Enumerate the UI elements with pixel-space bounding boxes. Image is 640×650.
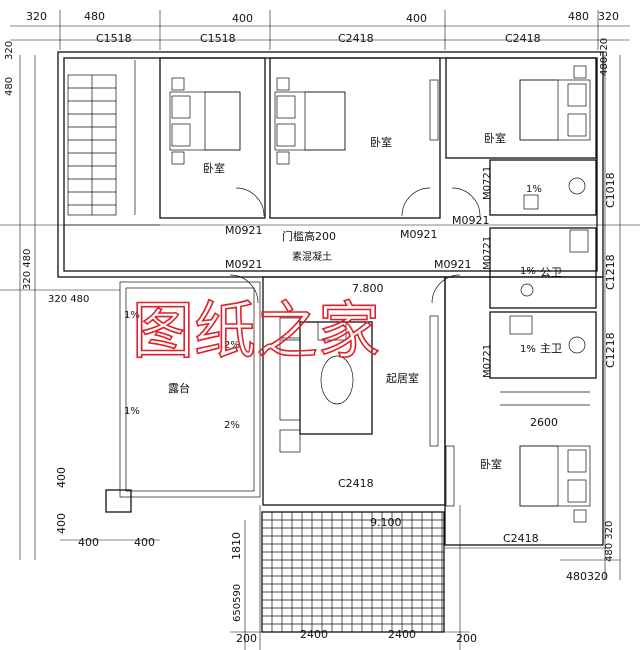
- living-furniture: [279, 79, 455, 507]
- door-tag-3: M0921: [452, 214, 490, 227]
- walls: [57, 51, 604, 546]
- door-swings: [229, 187, 481, 304]
- room-label-bedroom1: 卧室: [203, 161, 225, 175]
- door-tag-7: M0721: [482, 236, 493, 270]
- bath-fixtures: [500, 177, 590, 406]
- note-slope-terrace1: 1%: [124, 310, 140, 321]
- dim-right-bottom-1: 480320: [566, 570, 608, 583]
- dim-vert-650590: 650590: [232, 584, 243, 622]
- window-tag-2: C1518: [200, 32, 236, 45]
- dim-top-3: 400: [232, 12, 253, 25]
- dim-right-bottom-2: 480 320: [604, 521, 615, 562]
- dim-top-1: 320: [26, 10, 47, 23]
- roof-tiles: [261, 511, 445, 633]
- room-label-terrace: 露台: [168, 381, 190, 395]
- note-slope-bath1: 1%: [526, 184, 542, 195]
- note-elevation-1: 7.800: [352, 282, 384, 295]
- note-dim-2600: 2600: [530, 416, 558, 429]
- dim-left-bottom-1: 400: [55, 467, 68, 488]
- dim-bottom-3: 2400: [388, 628, 416, 641]
- room-label-bath-public: 公卫: [540, 266, 562, 279]
- note-elevation-2: 9.100: [370, 516, 402, 529]
- room-label-bedroom3: 卧室: [484, 131, 506, 145]
- room-label-living: 起居室: [386, 371, 419, 385]
- door-tag-8: M0721: [482, 344, 493, 378]
- note-slope-terrace2: 1%: [124, 406, 140, 417]
- room-label-bath-master: 主卫: [540, 342, 562, 355]
- window-tag-bottom-2: C2418: [503, 532, 539, 545]
- dim-top-6: 320: [598, 10, 619, 23]
- roof-outline: [261, 511, 445, 633]
- window-tag-3: C2418: [338, 32, 374, 45]
- room-label-bedroom2: 卧室: [370, 135, 392, 149]
- bed-bedroom4: [519, 445, 591, 523]
- dim-left-bottom-4: 400: [134, 536, 155, 549]
- window-tag-right-3: C1218: [604, 332, 617, 368]
- window-tag-right-2: C1218: [604, 254, 617, 290]
- dim-bottom-4: 200: [456, 632, 477, 645]
- dim-top-2: 480: [84, 10, 105, 23]
- dim-top-4: 400: [406, 12, 427, 25]
- note-slope-bath3: 1%: [520, 344, 536, 355]
- window-tag-right-1: C1018: [604, 172, 617, 208]
- bed-bedroom1: [169, 77, 241, 165]
- window-tag-4: C2418: [505, 32, 541, 45]
- dim-left-2: 480: [4, 77, 15, 96]
- dim-left-3: 320 480: [22, 249, 33, 290]
- note-slope-terrace3: 2%: [224, 340, 240, 351]
- note-threshold: 门槛高200: [282, 229, 336, 243]
- door-tag-4: M0921: [225, 258, 263, 271]
- dim-bottom-1: 200: [236, 632, 257, 645]
- bed-bedroom2: [274, 77, 346, 165]
- watermark: 图纸之家: [132, 294, 380, 367]
- window-tag-bottom-1: C2418: [338, 477, 374, 490]
- dim-left-4: 320 480: [48, 294, 89, 305]
- door-tag-2: M0921: [400, 228, 438, 241]
- window-tag-1: C1518: [96, 32, 132, 45]
- dim-right-top: 480320: [599, 38, 610, 76]
- door-tag-1: M0921: [225, 224, 263, 237]
- dim-left-bottom-2: 400: [55, 513, 68, 534]
- dim-vert-1810: 1810: [230, 532, 243, 560]
- note-concrete: 素混凝土: [292, 250, 332, 263]
- note-slope-bath2: 1%: [520, 266, 536, 277]
- door-tag-5: M0921: [434, 258, 472, 271]
- dim-left-1: 320: [4, 41, 15, 60]
- dim-left-bottom-3: 400: [78, 536, 99, 549]
- room-label-bedroom4: 卧室: [480, 457, 502, 471]
- door-tag-6: M0721: [482, 166, 493, 200]
- bed-bedroom3: [519, 65, 591, 141]
- note-slope-terrace4: 2%: [224, 420, 240, 431]
- dim-top-5: 480: [568, 10, 589, 23]
- dim-bottom-2: 2400: [300, 628, 328, 641]
